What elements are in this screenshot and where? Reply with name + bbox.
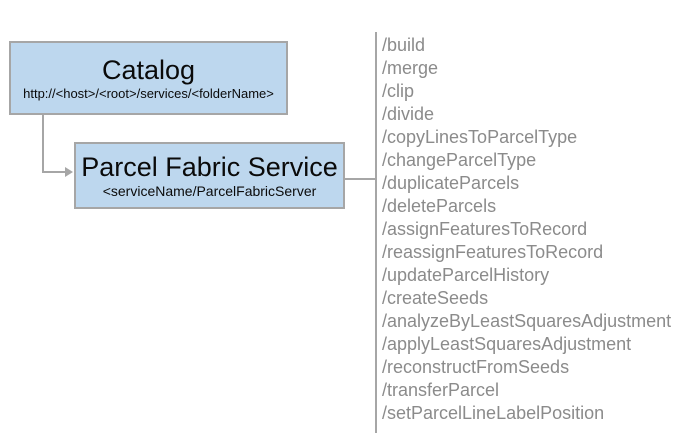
endpoint-item: /updateParcelHistory — [382, 265, 550, 285]
parcel-fabric-service-title: Parcel Fabric Service — [81, 152, 338, 182]
endpoint-item: /setParcelLineLabelPosition — [382, 403, 605, 423]
service-name-subtitle: <serviceName/ParcelFabricServer — [102, 183, 317, 199]
endpoint-item: /divide — [382, 104, 435, 124]
catalog-url-subtitle: http://<host>/<root>/services/<folderNam… — [23, 85, 274, 101]
endpoint-item: /transferParcel — [382, 380, 500, 400]
endpoint-item: /analyzeByLeastSquaresAdjustment — [382, 311, 672, 331]
catalog-to-service-connector-horizontal — [42, 171, 67, 173]
endpoint-item: /merge — [382, 58, 439, 78]
parcel-fabric-service-box: Parcel Fabric Service <serviceName/Parce… — [74, 142, 345, 209]
endpoints-divider-line — [375, 32, 377, 433]
endpoint-item: /applyLeastSquaresAdjustment — [382, 334, 632, 354]
endpoint-item: /assignFeaturesToRecord — [382, 219, 588, 239]
endpoint-item: /reconstructFromSeeds — [382, 357, 570, 377]
catalog-box: Catalog http://<host>/<root>/services/<f… — [9, 41, 288, 115]
endpoint-item: /changeParcelType — [382, 150, 537, 170]
service-to-endpoints-connector — [345, 178, 375, 180]
endpoint-item: /clip — [382, 81, 415, 101]
catalog-title: Catalog — [101, 54, 196, 85]
connector-arrowhead-icon — [65, 167, 73, 177]
endpoint-item: /createSeeds — [382, 288, 489, 308]
endpoint-item: /reassignFeaturesToRecord — [382, 242, 604, 262]
endpoint-item: /build — [382, 35, 426, 55]
endpoint-item: /deleteParcels — [382, 196, 497, 216]
endpoint-item: /duplicateParcels — [382, 173, 520, 193]
endpoint-list: /build/merge/clip/divide/copyLinesToParc… — [382, 34, 671, 425]
endpoint-item: /copyLinesToParcelType — [382, 127, 578, 147]
catalog-to-service-connector-vertical — [42, 115, 44, 173]
